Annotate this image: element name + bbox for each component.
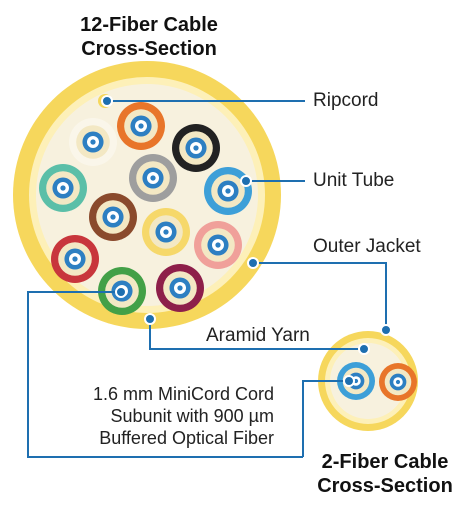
- fiber-core: [395, 379, 401, 385]
- large-title-line1: 12-Fiber Cable: [80, 14, 218, 36]
- fiber-core: [353, 378, 359, 384]
- fiber-core: [163, 229, 169, 235]
- fiber-subunit: [117, 102, 165, 150]
- fiber-core: [60, 185, 66, 191]
- fiber-core: [72, 256, 78, 262]
- ripcord-point: [101, 95, 113, 107]
- fiber-subunit: [172, 124, 220, 172]
- fiber-subunit: [69, 118, 117, 166]
- subunit-label-line2: Subunit with 900 µm: [110, 406, 274, 426]
- fiber-subunit: [156, 264, 204, 312]
- outer-jacket-point: [247, 257, 259, 269]
- small-cable-title: 2-Fiber Cable Cross-Section: [300, 450, 470, 498]
- subunit-label-line3: Buffered Optical Fiber: [99, 428, 274, 448]
- fiber-core: [138, 123, 144, 129]
- aramid-yarn-leader: [149, 319, 364, 350]
- leader-endpoints: [101, 95, 392, 387]
- subunit-label: 1.6 mm MiniCord Cord Subunit with 900 µm…: [30, 383, 274, 449]
- outer-jacket-small-point: [380, 324, 392, 336]
- aramid-yarn-small-point: [358, 343, 370, 355]
- small-cable: [318, 331, 418, 431]
- small-title-line2: Cross-Section: [317, 475, 453, 497]
- subunit-point-large: [115, 286, 127, 298]
- large-cable-title: 12-Fiber Cable Cross-Section: [40, 13, 258, 61]
- aramid-yarn-point: [144, 313, 156, 325]
- fiber-core: [225, 188, 231, 194]
- small-subunit-group: [337, 362, 417, 401]
- fiber-subunit: [129, 154, 177, 202]
- fiber-subunit: [39, 164, 87, 212]
- fiber-subunit: [337, 362, 375, 400]
- ripcord-label: Ripcord: [313, 90, 379, 111]
- fiber-subunit: [142, 208, 190, 256]
- leader-lines: [27, 100, 387, 458]
- unit-tube-point: [240, 175, 252, 187]
- outer-jacket-label: Outer Jacket: [313, 236, 421, 257]
- large-cable: [13, 61, 281, 329]
- subunit-leader-small: [302, 380, 349, 457]
- subunit-leader-large: [27, 291, 303, 458]
- fiber-core: [150, 175, 156, 181]
- outer-jacket-leader: [253, 262, 387, 328]
- fiber-core: [193, 145, 199, 151]
- fiber-core: [110, 214, 116, 220]
- fiber-subunit: [194, 221, 242, 269]
- fiber-subunit: [89, 193, 137, 241]
- fiber-subunit: [379, 363, 417, 401]
- fiber-core: [177, 285, 183, 291]
- unit-tube-label: Unit Tube: [313, 170, 395, 191]
- subunit-label-line1: 1.6 mm MiniCord Cord: [92, 384, 274, 404]
- fiber-core: [90, 139, 96, 145]
- fiber-subunit: [51, 235, 99, 283]
- aramid-yarn-label: Aramid Yarn: [206, 325, 310, 346]
- subunit-point-small: [343, 375, 355, 387]
- small-title-line1: 2-Fiber Cable: [321, 451, 449, 473]
- large-title-line2: Cross-Section: [81, 38, 217, 60]
- large-subunit-group: [39, 102, 252, 315]
- fiber-core: [215, 242, 221, 248]
- fiber-subunit: [204, 167, 252, 215]
